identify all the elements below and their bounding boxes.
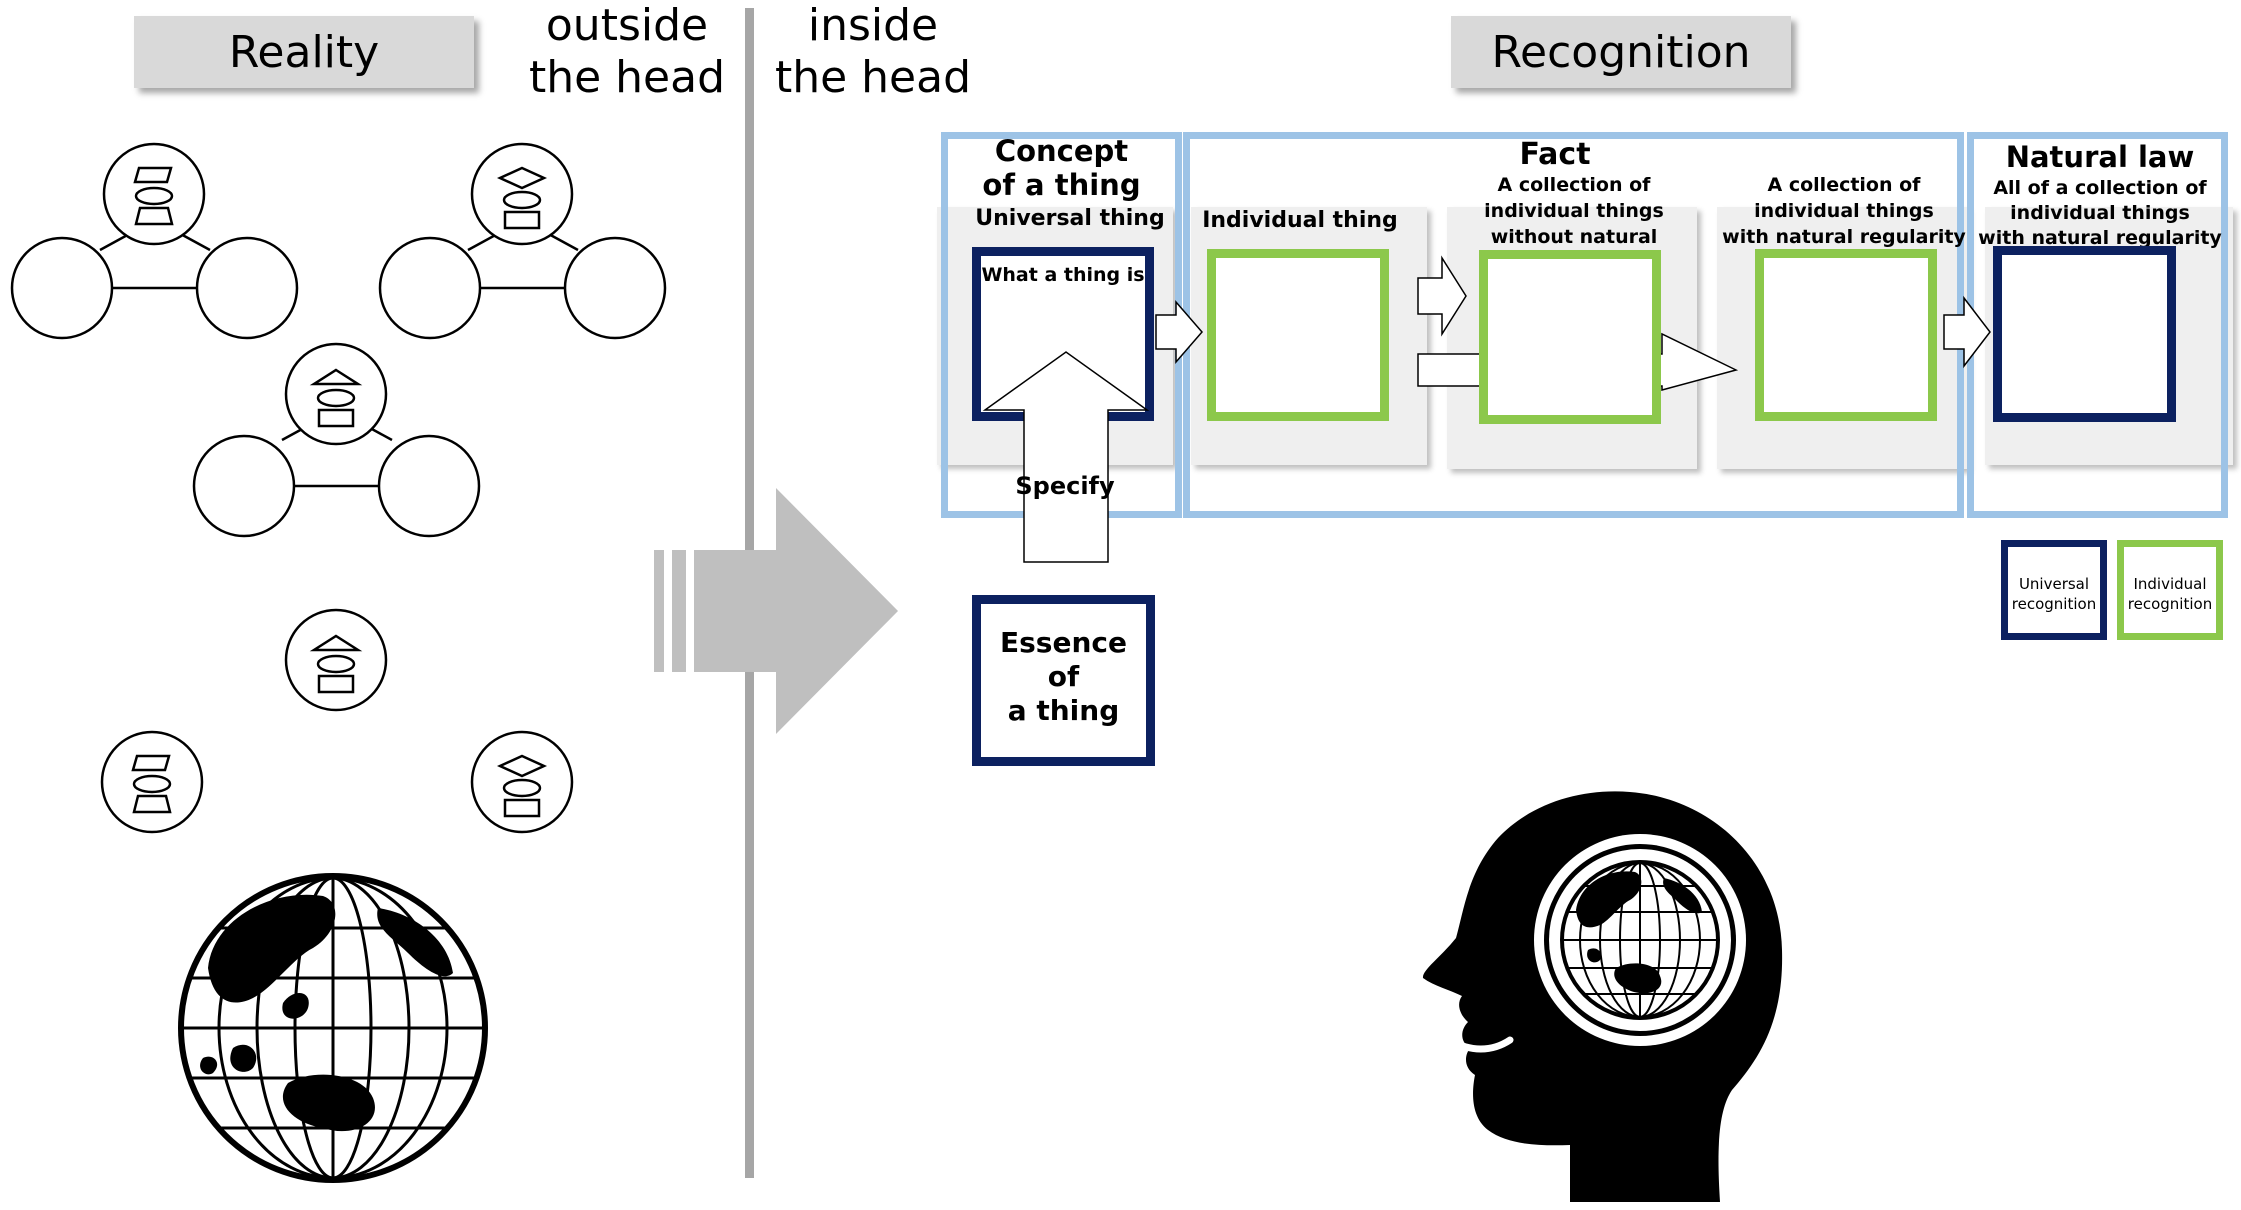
- arrow-regular-to-law-icon: [1943, 295, 1991, 369]
- recognition-label: Recognition: [1491, 26, 1751, 78]
- what-a-thing-is-box: What a thing is: [972, 247, 1154, 421]
- legend-universal-label: Universal recognition: [2008, 574, 2100, 614]
- isolated-thing-a: [100, 730, 204, 834]
- natural-law-heading: Natural law: [2005, 140, 2195, 174]
- reality-label: Reality: [228, 26, 380, 78]
- concept-title-line2: of a thing: [982, 168, 1141, 202]
- inside-head-label: inside the head: [768, 0, 978, 104]
- legend-universal-line1: Universal: [2018, 575, 2090, 593]
- natural-law-line2: individual things: [2010, 202, 2190, 224]
- reality-banner: Reality: [134, 16, 474, 88]
- essence-line3: a thing: [1007, 694, 1120, 727]
- fact-col3-line2: individual things: [1754, 200, 1934, 222]
- collection-with-box: [1755, 249, 1937, 421]
- fact-col3-title: A collection of individual things with n…: [1712, 172, 1976, 250]
- fact-col1-title: Individual thing: [1202, 208, 1398, 233]
- natural-law-box: [1993, 246, 2176, 422]
- individual-thing-box: [1207, 249, 1389, 421]
- outside-label-line2: the head: [528, 52, 726, 103]
- fact-title: Fact: [1519, 137, 1591, 172]
- isolated-thing-c: [284, 608, 388, 712]
- relation-group-2: [378, 142, 667, 340]
- essence-line1: Essence: [1000, 626, 1127, 659]
- outside-label-line1: outside: [545, 0, 709, 51]
- fact-col2-line1: A collection of: [1497, 174, 1651, 196]
- fact-col2-line2: individual things: [1484, 200, 1664, 222]
- relation-group-1: [10, 142, 299, 340]
- fact-col3-line1: A collection of: [1767, 174, 1921, 196]
- concept-title-line1: Concept: [994, 134, 1129, 168]
- recognition-banner: Recognition: [1451, 16, 1791, 88]
- globe-icon: [178, 873, 488, 1183]
- specify-arrow-icon: [982, 351, 1150, 563]
- arrow-individual-to-collection-icon: [1417, 255, 1467, 337]
- fact-col3-line3: with natural regularity: [1722, 226, 1966, 248]
- legend-individual-label: Individual recognition: [2124, 574, 2216, 614]
- big-right-arrow-icon: [654, 488, 898, 734]
- relation-group-3: [192, 342, 481, 538]
- essence-label: Essence of a thing: [981, 626, 1146, 728]
- legend-individual-line2: recognition: [2127, 595, 2213, 613]
- specify-label: Specify: [1015, 472, 1115, 500]
- natural-law-line3: with natural regularity: [1978, 227, 2222, 249]
- inside-label-line2: the head: [774, 52, 972, 103]
- legend-universal: Universal recognition: [2001, 540, 2107, 640]
- natural-law-title: Natural law All of a collection of indiv…: [1972, 138, 2228, 251]
- fact-col2-line3: without natural: [1490, 226, 1658, 248]
- natural-law-line1: All of a collection of: [1993, 177, 2207, 199]
- legend-individual-line1: Individual: [2133, 575, 2207, 593]
- legend-individual: Individual recognition: [2117, 540, 2223, 640]
- essence-line2: of: [1047, 660, 1080, 693]
- head-silhouette-icon: [1422, 791, 1783, 1202]
- inside-label-line1: inside: [807, 0, 939, 51]
- outside-head-label: outside the head: [520, 0, 734, 104]
- essence-box: Essence of a thing: [972, 595, 1155, 766]
- isolated-thing-b: [470, 730, 574, 834]
- collection-without-box: [1479, 250, 1661, 424]
- reality-things-graphic: [10, 142, 667, 1183]
- concept-subtitle: Universal thing: [975, 206, 1165, 231]
- legend-universal-line2: recognition: [2011, 595, 2097, 613]
- arrow-concept-to-individual-icon: [1155, 299, 1203, 365]
- what-a-thing-is-label: What a thing is: [981, 264, 1145, 286]
- concept-title: Concept of a thing: [941, 134, 1182, 202]
